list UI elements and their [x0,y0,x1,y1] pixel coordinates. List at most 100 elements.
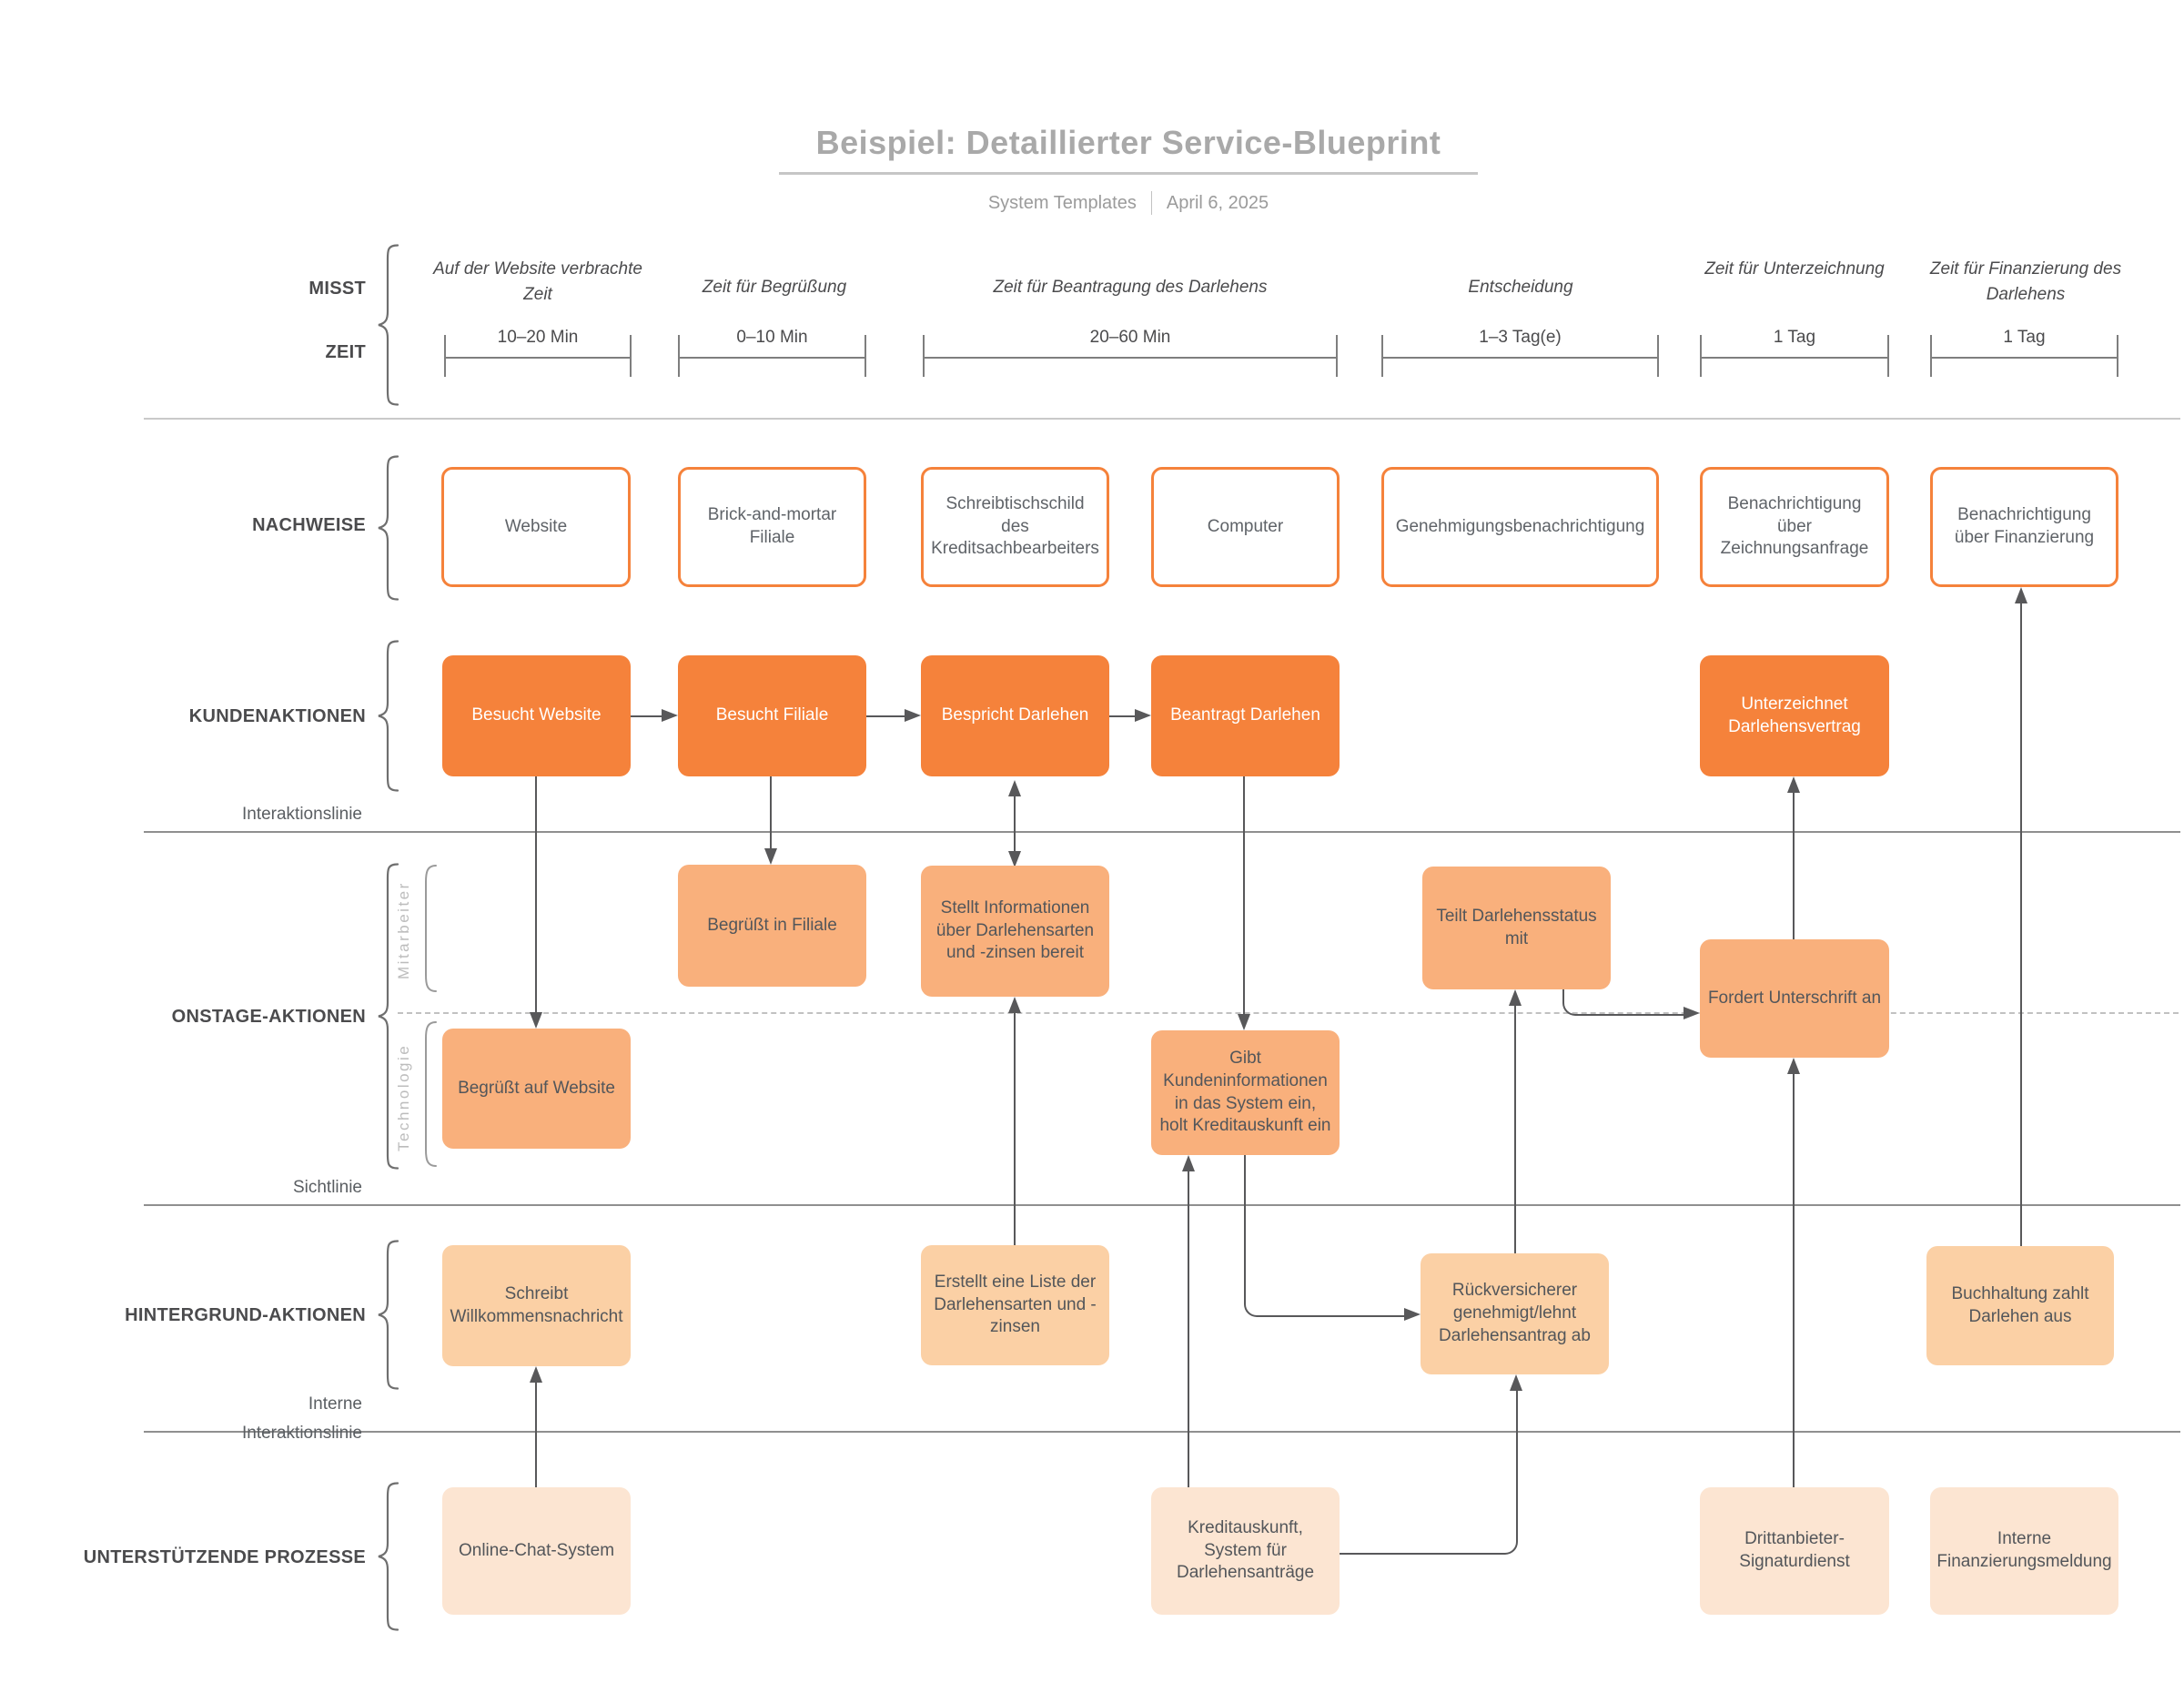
arrowhead-down-icon [1238,1014,1250,1030]
arrowhead-down-icon [764,848,777,865]
arrowhead-up-icon [1787,1058,1800,1074]
node-gibt-kundeninformationen[interactable]: Gibt Kundeninformationen in das System e… [1151,1030,1340,1155]
tick [1700,335,1702,377]
tick [1657,335,1659,377]
row-label-kundenaktionen: KUNDENAKTIONEN [188,706,366,726]
tick [2117,335,2118,377]
row-label-onstage: ONSTAGE-AKTIONEN [171,1007,366,1027]
time-bracket-3: 20–60 Min [923,326,1338,379]
time-bracket-1: 10–20 Min [444,326,632,379]
node-fordert-unterschrift[interactable]: Fordert Unterschrift an [1700,939,1889,1058]
node-besucht-filiale[interactable]: Besucht Filiale [678,655,866,776]
tick [630,335,632,377]
tick [1336,335,1338,377]
node-interne-finanzierungsmeldung[interactable]: Interne Finanzierungsmeldung [1930,1487,2118,1615]
time-value: 10–20 Min [497,328,579,347]
arrow-website-filiale [631,715,663,717]
interaction-line-label: Interaktionslinie [241,805,362,824]
arrowhead-right-icon [1135,709,1151,722]
row-label-nachweise: NACHWEISE [252,515,366,535]
bracket-mitarbeiter [422,865,440,992]
tick [1930,335,1932,377]
arrowhead-up-icon [1008,780,1021,796]
time-bracket-4: 1–3 Tag(e) [1381,326,1659,379]
row-label-misst: MISST [308,279,366,299]
node-begruesst-filiale[interactable]: Begrüßt in Filiale [678,865,866,987]
tick [1381,335,1383,377]
elbow-kreditauskunft-rueckversicherer [1340,1391,1518,1555]
node-online-chat-system[interactable]: Online-Chat-System [442,1487,631,1615]
node-teilt-darlehensstatus[interactable]: Teilt Darlehensstatus mit [1422,867,1611,989]
brace-nachweise [377,455,400,601]
connector-bespricht-stellt-bidirectional [1014,795,1016,851]
arrowhead-up-icon [2015,587,2027,603]
measure-label-beantragung: Zeit für Beantragung des Darlehens [993,278,1268,297]
visibility-line-label: Sichtlinie [292,1178,362,1197]
arrowhead-up-icon [1787,776,1800,793]
elbow-teilt-fordert [1562,989,1685,1016]
node-evidence-finanzierung[interactable]: Benachrichtigung über Finanzierung [1930,467,2118,587]
node-rueckversicherer[interactable]: Rückversicherer genehmigt/lehnt Darlehen… [1421,1253,1609,1374]
node-schreibt-willkommensnachricht[interactable]: Schreibt Willkommensnachricht [442,1245,631,1366]
time-value: 1 Tag [2003,328,2046,347]
node-evidence-computer[interactable]: Computer [1151,467,1340,587]
arrowhead-up-icon [1008,997,1021,1013]
row-label-zeit: ZEIT [325,342,366,362]
node-evidence-genehmigung[interactable]: Genehmigungsbenachrichtigung [1381,467,1659,587]
time-value: 1 Tag [1773,328,1816,347]
node-evidence-zeichnungsanfrage[interactable]: Benachrichtigung über Zeichnungsanfrage [1700,467,1889,587]
arrow-bespricht-beantragt [1109,715,1136,717]
internal-line-label-2: Interaktionslinie [241,1424,362,1443]
measure-label-website-zeit: Auf der Website verbrachte Zeit [433,259,642,304]
arrowhead-down-icon [530,1012,542,1029]
connector-rueckversicherer-teilt [1514,1006,1516,1253]
top-separator [144,418,2180,420]
time-bracket-line [1381,357,1659,359]
brand-label: System Templates [987,192,1137,213]
subtitle-divider [1150,191,1152,215]
node-drittanbieter-signaturdienst[interactable]: Drittanbieter-Signaturdienst [1700,1487,1889,1615]
time-bracket-5: 1 Tag [1700,326,1889,379]
node-evidence-filiale[interactable]: Brick-and-mortar Filiale [678,467,866,587]
measure-label-begruessung: Zeit für Begrüßung [702,278,847,297]
time-bracket-line [1700,357,1889,359]
time-value: 0–10 Min [736,328,808,347]
node-besucht-website[interactable]: Besucht Website [442,655,631,776]
time-bracket-line [1930,357,2118,359]
time-value: 20–60 Min [1089,328,1171,347]
elbow-gibt-rueckversicherer [1244,1155,1406,1317]
arrowhead-up-icon [1182,1155,1195,1171]
node-evidence-schreibtischschild[interactable]: Schreibtischschild des Kreditsachbearbei… [921,467,1109,587]
time-bracket-2: 0–10 Min [678,326,866,379]
sublabel-technologie: Technologie [395,1043,412,1152]
node-erstellt-liste[interactable]: Erstellt eine Liste der Darlehensarten u… [921,1245,1109,1365]
tick [864,335,866,377]
node-unterzeichnet-vertrag[interactable]: Unterzeichnet Darlehensvertrag [1700,655,1889,776]
time-bracket-line [678,357,866,359]
connector-chat-schreibt [535,1383,537,1487]
node-evidence-website[interactable]: Website [441,467,631,587]
brace-misst-zeit [377,244,400,406]
node-buchhaltung[interactable]: Buchhaltung zahlt Darlehen aus [1926,1246,2114,1365]
time-value: 1–3 Tag(e) [1479,328,1562,347]
node-kreditauskunft-system[interactable]: Kreditauskunft, System für Darlehensantr… [1151,1487,1340,1615]
node-bespricht-darlehen[interactable]: Bespricht Darlehen [921,655,1109,776]
node-begruesst-website[interactable]: Begrüßt auf Website [442,1029,631,1149]
node-beantragt-darlehen[interactable]: Beantragt Darlehen [1151,655,1340,776]
brace-kundenaktionen [377,640,400,792]
connector-buchhaltung-benachrichtigung [2020,603,2022,1246]
date-label: April 6, 2025 [1166,192,1269,213]
connector-besucht-website-begruesst [535,776,537,1014]
arrowhead-up-icon [1509,989,1522,1006]
internal-interaction-line [144,1431,2180,1433]
row-label-hintergrund: HINTERGRUND-AKTIONEN [125,1305,366,1325]
time-bracket-line [444,357,632,359]
brace-hintergrund [377,1240,400,1390]
title-underline [779,172,1478,175]
interaction-line [144,831,2180,833]
arrowhead-up-icon [530,1366,542,1383]
node-stellt-informationen[interactable]: Stellt Informationen über Darlehensarten… [921,866,1109,997]
arrowhead-right-icon [1404,1308,1421,1321]
connector-kreditauskunft-gibt [1188,1171,1189,1487]
